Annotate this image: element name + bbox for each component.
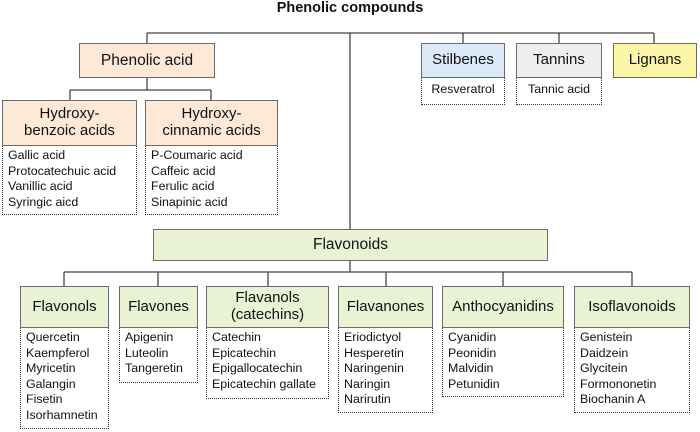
- group-label-line: Hydroxy-: [39, 105, 100, 122]
- list-item: Genistein: [580, 330, 633, 344]
- list-item: Caffeic acid: [151, 163, 216, 178]
- hydroxycinnamic-acids-box: Hydroxy- cinnamic acids: [145, 100, 278, 146]
- list-item: P-Coumaric acid: [151, 148, 243, 162]
- tannins-box: Tannins: [516, 43, 602, 78]
- list-item: Galangin: [26, 376, 76, 391]
- flavanones-list: Eriodictyol Hesperetin Naringenin Naring…: [338, 328, 433, 413]
- anthocyanidins-list: Cyanidin Peonidin Malvidin Petunidin: [442, 328, 564, 397]
- flavonols-list: Quercetin Kaempferol Myricetin Galangin …: [20, 328, 109, 429]
- list-item: Eriodictyol: [344, 330, 402, 344]
- list-item: Ferulic acid: [151, 179, 215, 194]
- list-item: Daidzein: [580, 345, 629, 360]
- list-item: Tangeretin: [125, 361, 183, 376]
- isoflavonoids-box: Isoflavonoids: [574, 286, 690, 328]
- group-label-line: benzoic acids: [24, 121, 115, 139]
- stilbenes-box: Stilbenes: [421, 43, 505, 78]
- list-item: Resveratrol: [431, 82, 495, 96]
- isoflavonoids-list: Genistein Daidzein Glycitein Formononeti…: [574, 328, 690, 413]
- list-item: Narirutin: [344, 392, 391, 407]
- tannins-list: Tannic acid: [516, 78, 602, 105]
- list-item: Malvidin: [448, 361, 494, 376]
- hydroxycinnamic-acids-list: P-Coumaric acid Caffeic acid Ferulic aci…: [145, 146, 278, 215]
- list-item: Sinapinic acid: [151, 194, 228, 209]
- list-item: Hesperetin: [344, 345, 404, 360]
- hydroxybenzoic-acids-box: Hydroxy- benzoic acids: [2, 100, 137, 146]
- diagram-title: Phenolic compounds: [276, 0, 424, 16]
- list-item: Isorhamnetin: [26, 407, 98, 422]
- list-item: Myricetin: [26, 361, 76, 376]
- group-label-line: Flavanols: [235, 289, 300, 306]
- list-item: Naringin: [344, 376, 391, 391]
- list-item: Syringic aicd: [8, 194, 79, 209]
- group-label-line: Hydroxy-: [181, 105, 242, 122]
- stilbenes-list: Resveratrol: [421, 78, 505, 105]
- group-label-line: (catechins): [230, 305, 305, 323]
- list-item: Petunidin: [448, 376, 500, 391]
- list-item: Protocatechuic acid: [8, 163, 117, 178]
- list-item: Glycitein: [580, 361, 628, 376]
- flavones-box: Flavones: [119, 286, 198, 328]
- list-item: Epigallocatechin: [212, 361, 303, 376]
- list-item: Tannic acid: [528, 82, 590, 96]
- list-item: Naringenin: [344, 361, 404, 376]
- list-item: Gallic acid: [8, 148, 66, 162]
- group-label-line: cinnamic acids: [162, 121, 261, 139]
- flavanones-box: Flavanones: [338, 286, 433, 328]
- list-item: Epicatechin: [212, 345, 277, 360]
- phenolic-acid-box: Phenolic acid: [79, 43, 215, 78]
- list-item: Apigenin: [125, 330, 174, 344]
- list-item: Fisetin: [26, 392, 63, 407]
- list-item: Formononetin: [580, 376, 657, 391]
- list-item: Catechin: [212, 330, 261, 344]
- flavanols-list: Catechin Epicatechin Epigallocatechin Ep…: [206, 328, 329, 399]
- hydroxybenzoic-acids-list: Gallic acid Protocatechuic acid Vanillic…: [2, 146, 137, 215]
- list-item: Biochanin A: [580, 392, 646, 407]
- flavanols-box: Flavanols (catechins): [206, 286, 329, 328]
- list-item: Epicatechin gallate: [212, 376, 317, 391]
- list-item: Luteolin: [125, 345, 169, 360]
- list-item: Vanillic acid: [8, 179, 73, 194]
- list-item: Kaempferol: [26, 345, 90, 360]
- list-item: Cyanidin: [448, 330, 497, 344]
- anthocyanidins-box: Anthocyanidins: [442, 286, 564, 328]
- flavones-list: Apigenin Luteolin Tangeretin: [119, 328, 198, 383]
- list-item: Peonidin: [448, 345, 497, 360]
- flavonols-box: Flavonols: [20, 286, 109, 328]
- flavonoids-box: Flavonoids: [153, 229, 548, 261]
- list-item: Quercetin: [26, 330, 80, 344]
- lignans-box: Lignans: [613, 43, 697, 78]
